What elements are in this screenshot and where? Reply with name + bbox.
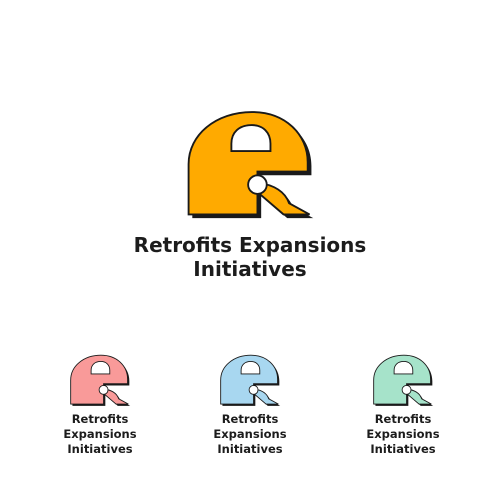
re-monogram-icon: [373, 354, 434, 406]
re-monogram-icon: [187, 111, 314, 219]
brand-name-line-2: Initiatives: [370, 441, 436, 456]
brand-name-line-2: Initiatives: [193, 257, 307, 281]
brand-name-line-2: Initiatives: [217, 441, 283, 456]
brand-wordmark: Retrofits Expansions Initiatives: [338, 412, 468, 457]
color-variants: Retrofits Expansions Initiatives Retrofi…: [0, 352, 500, 456]
logo-variant-blue: Retrofits Expansions Initiatives: [185, 352, 315, 457]
logo-variant-pink: Retrofits Expansions Initiatives: [35, 352, 165, 457]
brand-wordmark: Retrofits Expansions Initiatives: [134, 233, 367, 281]
logo-variant-green: Retrofits Expansions Initiatives: [338, 352, 468, 457]
brand-name-line-2: Initiatives: [67, 441, 133, 456]
brand-name-line-1: Retrofits Expansions: [213, 412, 287, 441]
brand-name-line-1: Retrofits Expansions: [63, 412, 137, 441]
brand-wordmark: Retrofits Expansions Initiatives: [185, 412, 315, 457]
re-monogram-icon: [70, 354, 131, 406]
brand-name-line-1: Retrofits Expansions: [133, 233, 367, 257]
brand-wordmark: Retrofits Expansions Initiatives: [35, 412, 165, 457]
main-logo: Retrofits Expansions Initiatives: [0, 103, 500, 281]
brand-name-line-1: Retrofits Expansions: [366, 412, 440, 441]
re-monogram-icon: [220, 354, 281, 406]
